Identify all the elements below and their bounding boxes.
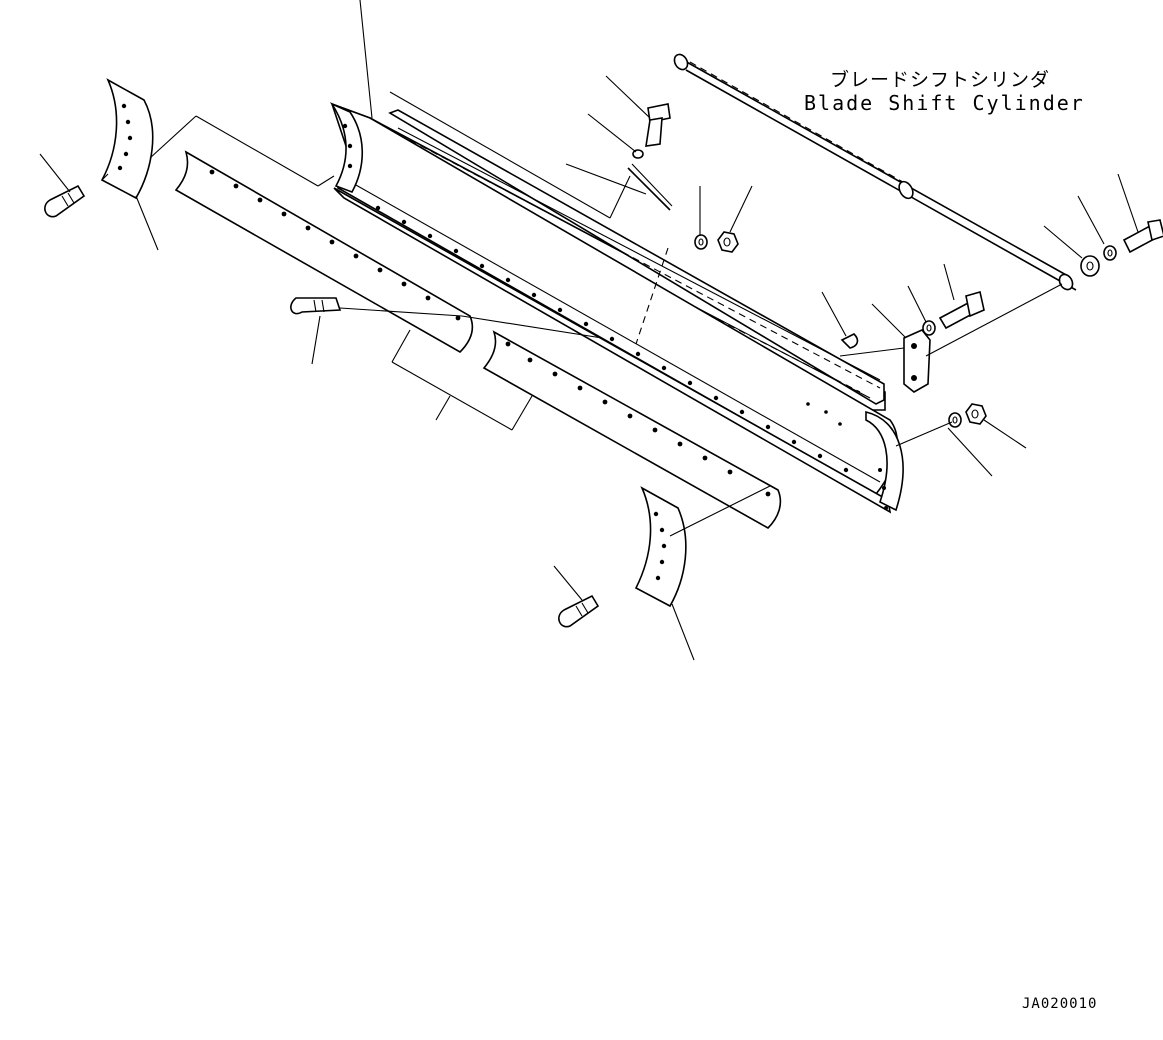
- cutting-edge-right-holes: [505, 341, 771, 497]
- bolt-icon: [938, 290, 985, 330]
- bolt-icon: [558, 594, 600, 628]
- figure-code: JA020010: [1022, 996, 1097, 1012]
- cylinder-label-jp: ブレードシフトシリンダ: [830, 68, 1050, 91]
- bolt-icon: [290, 297, 342, 315]
- moldboard-holes: [342, 123, 888, 510]
- bolt-icon: [44, 184, 86, 218]
- cutting-edge-right: [482, 330, 782, 529]
- cylinder-pin: [627, 163, 673, 211]
- blade-shift-cylinder: [673, 53, 1077, 291]
- cutting-edge-left-holes: [209, 169, 461, 321]
- cutting-edge-left: [174, 150, 474, 353]
- nut-icon: [717, 231, 987, 425]
- end-bit-left: [100, 78, 154, 200]
- lubrication-cap: [840, 333, 859, 349]
- cylinder-label-en: Blade Shift Cylinder: [804, 91, 1085, 115]
- moldboard: [329, 102, 904, 514]
- cylinder-bracket: [903, 329, 931, 393]
- end-bit-right: [634, 486, 687, 608]
- bolt-icon: [1122, 219, 1163, 254]
- bolt-icon: [645, 103, 671, 147]
- leader-lines: [39, 0, 1139, 661]
